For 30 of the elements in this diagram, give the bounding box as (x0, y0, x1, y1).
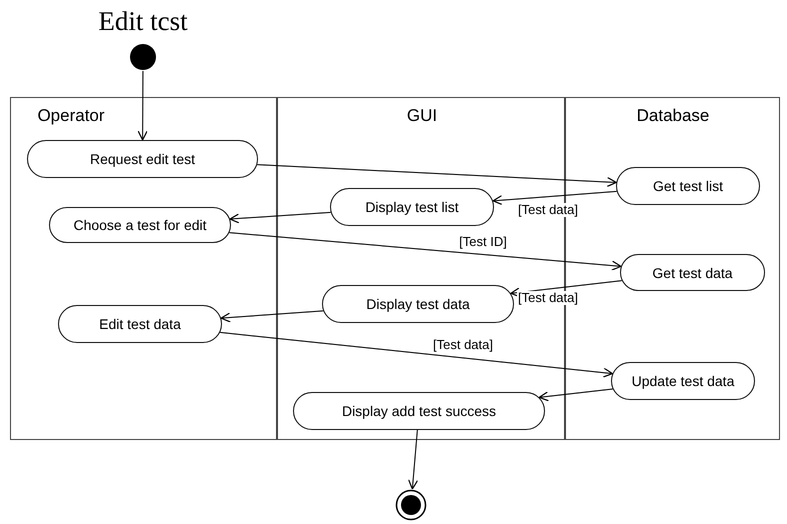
action-node: Choose a test for edit (49, 207, 231, 243)
arrow (138, 70, 148, 141)
edge-label: [Test ID] (458, 235, 508, 249)
start-node (129, 43, 157, 71)
action-node: Request edit test (27, 140, 258, 178)
lane-title: Operator (37, 106, 105, 126)
arrow (408, 430, 418, 490)
action-node: Update test data (611, 362, 755, 400)
action-node: Display test list (330, 188, 494, 226)
arrow (538, 388, 614, 402)
arrow (229, 212, 332, 224)
action-node: Get test data (620, 254, 765, 291)
lane-title: Database (636, 106, 710, 126)
arrow (492, 190, 618, 206)
arrow (510, 280, 622, 298)
edge-label: [Test data] (517, 203, 579, 217)
action-node: Get test list (616, 167, 760, 205)
arrow (256, 164, 617, 188)
diagram-title: Edit tcst (98, 6, 188, 37)
lane-title: GUI (406, 106, 438, 126)
swimlane (10, 97, 277, 440)
arrow (220, 332, 614, 378)
arrow (228, 232, 622, 271)
edge-label: [Test data] (432, 338, 494, 352)
action-node: Edit test data (58, 305, 222, 343)
action-node: Display add test success (293, 392, 545, 430)
action-node: Display test data (322, 285, 514, 323)
arrow (220, 310, 324, 323)
edge-label: [Test data] (517, 291, 579, 305)
end-node (395, 489, 427, 521)
